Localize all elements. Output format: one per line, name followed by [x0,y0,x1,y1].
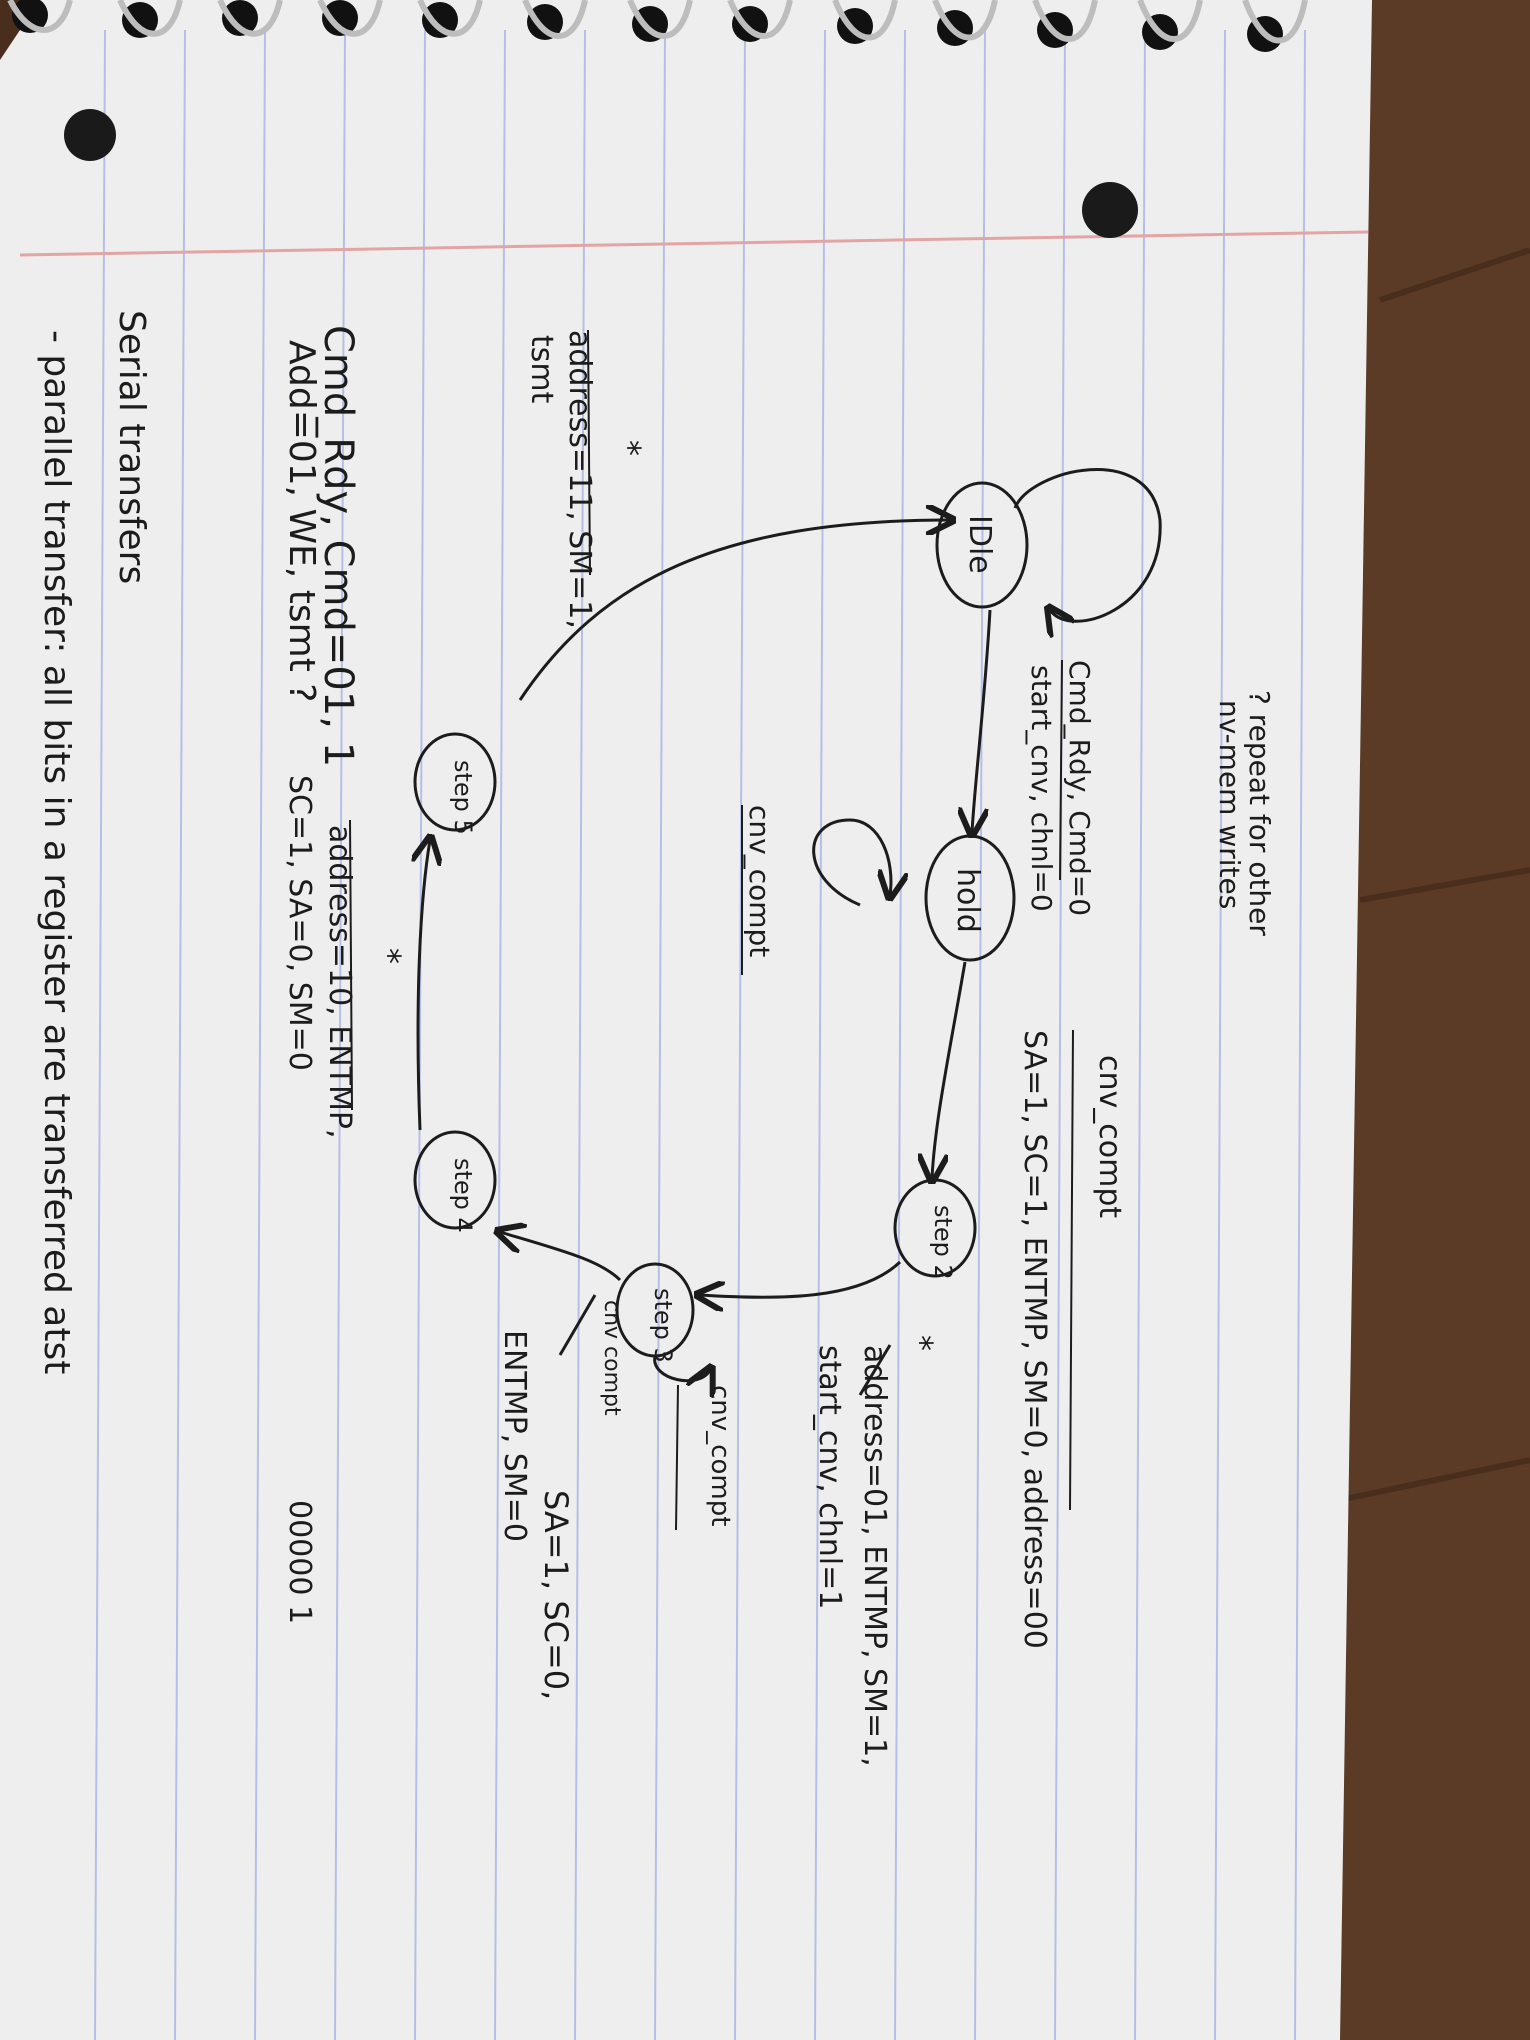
edge-step4-to-step5-out2: SC=1, SA=0, SM=0 [282,775,317,1071]
edge-step3-to-step4-out1: SA=1, SC=0, [537,1490,575,1700]
state-idle: IDle [935,481,1029,609]
edge-step5-to-idle: * address=11, SM=1, tsmt [518,329,950,701]
header-note-2: nv-mem writes [1213,700,1246,909]
edge-step5-to-idle-out1: address=11, SM=1, [562,330,597,629]
edge-step5-to-idle-star: * [610,440,648,456]
notes-heading: Serial transfers [111,310,152,584]
state-hold-label: hold [950,868,985,933]
edge-step5-to-idle-out2: tsmt [524,335,559,404]
state-step2-label: step 2 [929,1205,957,1280]
edge-step2-to-step3-star: * [902,1335,940,1351]
edge-step3-to-step4-out2: ENTMP, SM=0 [497,1330,532,1542]
margin-line [19,230,1369,257]
header-note-1: ? repeat for other [1243,690,1276,936]
notes-parallel: - parallel transfer: all bits in a regis… [36,330,77,1374]
edge-side-value: 00000 1 [282,1500,317,1624]
header-line2: Add=01, WE, tsmt ? [281,340,322,702]
edge-step3-self: cnv_compt [653,1355,735,1531]
spiral-binding [7,0,1308,238]
edge-idle-to-hold-label: start_cnv, chnl=0 [1025,665,1058,912]
notebook-page [0,0,1372,2040]
header: Cmd_Rdy, Cmd=01, 1 ? repeat for other ? … [281,325,1276,936]
edge-step4-to-step5: * address=10, ENTMP, SC=1, SA=0, SM=0 00… [282,775,430,1624]
state-step4: step 4 [413,1130,497,1233]
edge-step3-to-step4-cond: cnv compt [599,1300,624,1416]
state-step2: step 2 [893,1178,977,1280]
state-step5: step 5 [413,732,497,835]
state-step5-label: step 5 [449,760,477,835]
state-step3-label: step 3 [649,1288,677,1363]
header-line1: Cmd_Rdy, Cmd=01, 1 [315,325,361,767]
edge-idle-to-hold: start_cnv, chnl=0 [972,609,1058,912]
state-step3: step 3 [615,1262,695,1363]
edge-hold-to-step2-out: SA=1, SC=1, ENTMP, SM=0, address=00 [1017,1030,1052,1649]
state-step4-label: step 4 [449,1158,477,1233]
edge-step4-to-step5-star: * [370,948,408,964]
edge-step4-to-step5-out1: address=10, ENTMP, [322,825,357,1138]
edge-idle-self-label: Cmd_Rdy, Cmd=0 [1063,660,1096,916]
edge-step3-self-label: cnv_compt [705,1385,735,1526]
edge-hold-self: cnv_compt [741,805,891,975]
edge-step2-to-step3: * address=01, ENTMP, SM=1, start_cnv, ch… [700,1260,940,1767]
edge-step2-to-step3-out2: start_cnv, chnl=1 [812,1345,847,1609]
edge-step3-to-step4: cnv compt SA=1, SC=0, ENTMP, SM=0 [497,1232,624,1700]
edge-step2-to-step3-out1: address=01, ENTMP, SM=1, [857,1345,892,1767]
edge-hold-self-label: cnv_compt [743,805,776,957]
edge-hold-to-step2-cond: cnv_compt [1092,1055,1127,1218]
edge-hold-to-step2: cnv_compt SA=1, SC=1, ENTMP, SM=0, addre… [932,961,1127,1649]
edge-idle-self: Cmd_Rdy, Cmd=0 [1013,468,1162,916]
notes: Serial transfers - parallel transfer: al… [36,310,152,1374]
rule-lines [94,29,1306,2040]
state-idle-label: IDle [962,515,997,574]
